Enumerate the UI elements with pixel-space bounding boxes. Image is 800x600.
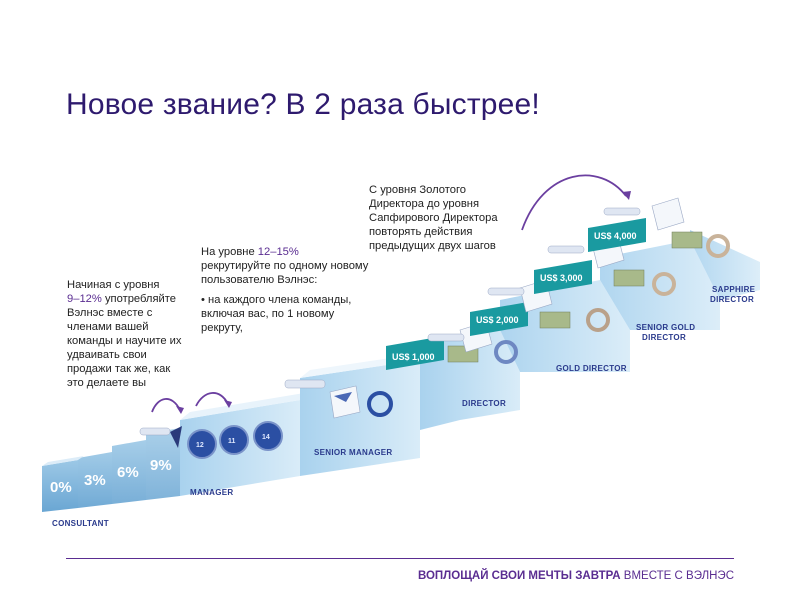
level-sapphire-director: SAPPHIRE bbox=[712, 285, 756, 294]
percent-3: 3% bbox=[84, 472, 106, 489]
svg-text:US$ 3,000: US$ 3,000 bbox=[540, 273, 583, 283]
footer-divider bbox=[66, 558, 734, 559]
note1-highlight: 9–12% bbox=[67, 293, 102, 305]
footer-slogan: ВОПЛОЩАЙ СВОИ МЕЧТЫ ЗАВТРА ВМЕСТЕ С ВЭЛН… bbox=[418, 570, 734, 582]
level-gold-director: GOLD DIRECTOR bbox=[556, 364, 627, 373]
svg-text:US$ 2,000: US$ 2,000 bbox=[476, 315, 519, 325]
consultant-steps bbox=[42, 428, 180, 512]
pin-11: 11 bbox=[228, 438, 236, 445]
manager-pins: 12 11 14 bbox=[139, 421, 283, 459]
senior-manager-award bbox=[284, 379, 393, 419]
note-from-9-12-percent: Начиная с уровня 9–12% употребляйте Вэлн… bbox=[67, 278, 182, 390]
arrow-icon bbox=[195, 392, 229, 407]
level-sapphire-director-2: DIRECTOR bbox=[710, 295, 754, 304]
note-at-12-15-percent: На уровне 12–15% рекрутируйте по одному … bbox=[201, 245, 371, 335]
page-title: Новое звание? В 2 раза быстрее! bbox=[66, 88, 540, 121]
footer-bold: ВОПЛОЩАЙ СВОИ МЕЧТЫ ЗАВТРА bbox=[417, 570, 621, 582]
note2-highlight: 12–15% bbox=[257, 246, 299, 258]
bonus-4000: US$ 4,000 bbox=[588, 197, 730, 258]
svg-text:US$ 4,000: US$ 4,000 bbox=[594, 231, 637, 241]
level-consultant: CONSULTANT bbox=[52, 519, 109, 528]
footer-normal: ВМЕСТЕ С ВЭЛНЭС bbox=[620, 570, 734, 582]
percent-9: 9% bbox=[150, 457, 172, 474]
arrow-icon bbox=[151, 398, 181, 413]
level-director: DIRECTOR bbox=[462, 399, 506, 408]
note-gold-to-sapphire: С уровня Золотого Директора до уровня Са… bbox=[369, 184, 498, 252]
bonus-2000: US$ 2,000 bbox=[470, 279, 610, 336]
bonus-1000: US$ 1,000 bbox=[386, 321, 518, 370]
arrow-icon bbox=[521, 174, 627, 231]
percent-6: 6% bbox=[117, 464, 139, 481]
level-senior-gold-director-2: DIRECTOR bbox=[642, 333, 686, 342]
note2-rest: рекрутируйте по одному новому пользовате… bbox=[201, 260, 369, 286]
note1-line2: употребляйте bbox=[101, 293, 176, 305]
senior-gold-step bbox=[600, 240, 720, 330]
level-senior-gold-director: SENIOR GOLD bbox=[636, 323, 695, 332]
pin-12: 12 bbox=[196, 442, 204, 449]
level-senior-manager: SENIOR MANAGER bbox=[314, 448, 392, 457]
svg-text:US$ 1,000: US$ 1,000 bbox=[392, 352, 435, 362]
level-manager: MANAGER bbox=[190, 488, 233, 497]
senior-manager-step bbox=[300, 360, 420, 476]
pin-14: 14 bbox=[262, 434, 270, 441]
note2-prefix: На уровне bbox=[201, 246, 258, 258]
note2-bullet: • на каждого члена команды, включая вас,… bbox=[201, 294, 352, 334]
note1-line1: Начиная с уровня bbox=[67, 279, 160, 291]
note1-rest: Вэлнэс вместе с членами вашей команды и … bbox=[67, 307, 182, 389]
percent-0: 0% bbox=[50, 479, 72, 496]
